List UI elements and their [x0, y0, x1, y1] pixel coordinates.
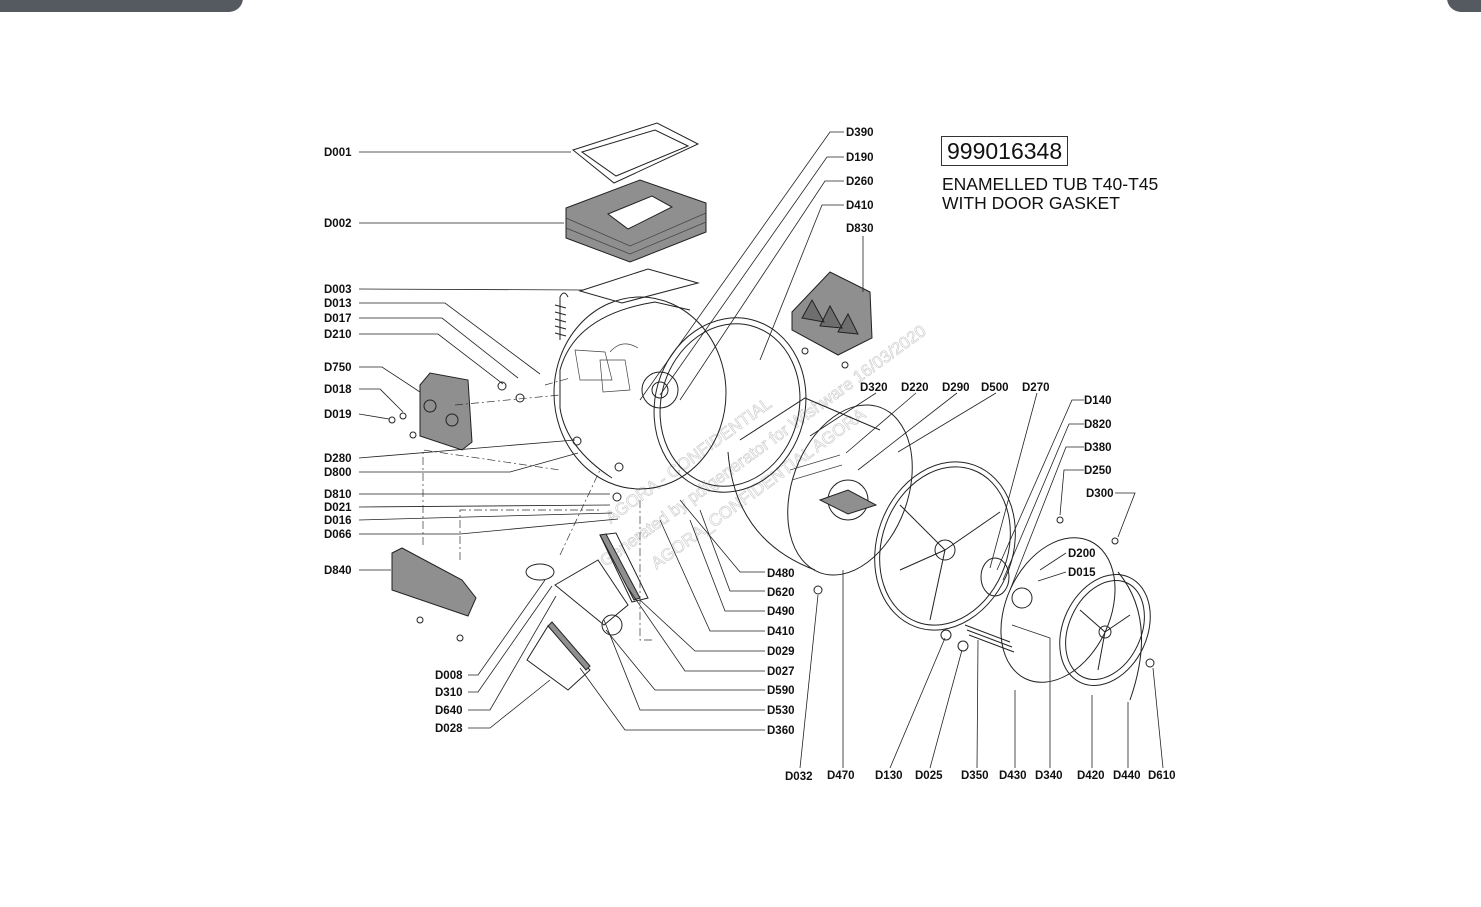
label-D410[interactable]: D410	[846, 200, 874, 212]
label-D013[interactable]: D013	[324, 298, 352, 310]
part-D003-sheet	[578, 268, 700, 304]
label-D130[interactable]: D130	[875, 770, 903, 782]
label-D140[interactable]: D140	[1084, 395, 1112, 407]
label-D025[interactable]: D025	[915, 770, 943, 782]
label-D190[interactable]: D190	[846, 152, 874, 164]
label-D360[interactable]: D360	[767, 725, 795, 737]
label-D350[interactable]: D350	[961, 770, 989, 782]
label-D800[interactable]: D800	[324, 467, 352, 479]
label-D016[interactable]: D016	[324, 515, 352, 527]
label-D480[interactable]: D480	[767, 568, 795, 580]
alignment-lines	[422, 377, 655, 641]
part-D001-tray	[571, 122, 700, 184]
label-D410b[interactable]: D410	[767, 626, 795, 638]
toolbar-tab	[0, 0, 243, 12]
label-D018[interactable]: D018	[324, 384, 352, 396]
label-D620[interactable]: D620	[767, 587, 795, 599]
label-D390[interactable]: D390	[846, 127, 874, 139]
label-D610[interactable]: D610	[1148, 770, 1176, 782]
part-code-box: 999016348	[941, 136, 1069, 166]
label-D310[interactable]: D310	[435, 687, 463, 699]
part-D830-counterweight	[791, 271, 873, 356]
label-D840[interactable]: D840	[324, 565, 352, 577]
label-D032[interactable]: D032	[785, 771, 813, 783]
part-pump-assembly	[525, 559, 629, 636]
part-D840-weight	[391, 547, 477, 617]
label-D210[interactable]: D210	[324, 329, 352, 341]
label-D270[interactable]: D270	[1022, 382, 1050, 394]
label-D028[interactable]: D028	[435, 723, 463, 735]
part-fasteners	[388, 347, 1155, 668]
label-D200[interactable]: D200	[1068, 548, 1096, 560]
label-D830[interactable]: D830	[846, 223, 874, 235]
part-heater-element	[964, 624, 1015, 653]
label-D008[interactable]: D008	[435, 670, 463, 682]
label-D440[interactable]: D440	[1113, 770, 1141, 782]
part-filter-plates	[526, 532, 649, 691]
label-D260[interactable]: D260	[846, 176, 874, 188]
label-D470[interactable]: D470	[827, 770, 855, 782]
label-D810[interactable]: D810	[324, 489, 352, 501]
label-D015[interactable]: D015	[1068, 567, 1096, 579]
label-D500[interactable]: D500	[981, 382, 1009, 394]
part-rear-tub	[553, 296, 727, 490]
label-D590[interactable]: D590	[767, 685, 795, 697]
label-D029[interactable]: D029	[767, 646, 795, 658]
part-D002-seal	[565, 179, 707, 263]
label-D280[interactable]: D280	[324, 453, 352, 465]
watermark: AGORA - CONFIDENTIAL Generated by pdfgen…	[596, 321, 930, 573]
label-D420[interactable]: D420	[1077, 770, 1105, 782]
label-D820[interactable]: D820	[1084, 419, 1112, 431]
watermark-line-2: Generated by pdfgenerator for Wishware 1…	[596, 321, 929, 570]
label-D320[interactable]: D320	[860, 382, 888, 394]
label-D640[interactable]: D640	[435, 705, 463, 717]
part-flange	[980, 557, 1033, 609]
part-door-gasket	[1000, 537, 1151, 701]
toolbar-tab-right	[1447, 0, 1481, 12]
diagram-title-line-1: ENAMELLED TUB T40-T45	[942, 174, 1159, 194]
label-D220[interactable]: D220	[901, 382, 929, 394]
label-D530[interactable]: D530	[767, 705, 795, 717]
parts-drawing	[388, 122, 1155, 701]
label-D002[interactable]: D002	[324, 218, 352, 230]
label-D250[interactable]: D250	[1084, 465, 1112, 477]
watermark-line-3: AGORA_CONFIDENTIAL AGORA	[648, 404, 870, 573]
label-D017[interactable]: D017	[324, 313, 352, 325]
label-D300[interactable]: D300	[1086, 488, 1114, 500]
label-D001[interactable]: D001	[324, 147, 352, 159]
label-D490[interactable]: D490	[767, 606, 795, 618]
part-tub-ring	[653, 317, 807, 493]
label-D003[interactable]: D003	[324, 284, 352, 296]
part-spring	[554, 292, 569, 340]
label-D750[interactable]: D750	[324, 362, 352, 374]
label-D340[interactable]: D340	[1035, 770, 1063, 782]
part-D750-weight	[419, 372, 473, 451]
label-D430[interactable]: D430	[999, 770, 1027, 782]
label-D027[interactable]: D027	[767, 666, 795, 678]
label-D066[interactable]: D066	[324, 529, 352, 541]
part-rear-panel	[874, 461, 1016, 631]
label-D290[interactable]: D290	[942, 382, 970, 394]
label-D380[interactable]: D380	[1084, 442, 1112, 454]
part-drum	[727, 397, 913, 576]
diagram-title-line-2: WITH DOOR GASKET	[942, 193, 1120, 213]
leader-lines	[358, 131, 1164, 769]
label-D021[interactable]: D021	[324, 502, 352, 514]
part-labels: D001 D002 D003 D013 D017 D210 D750 D018 …	[324, 127, 1176, 783]
label-D019[interactable]: D019	[324, 409, 352, 421]
